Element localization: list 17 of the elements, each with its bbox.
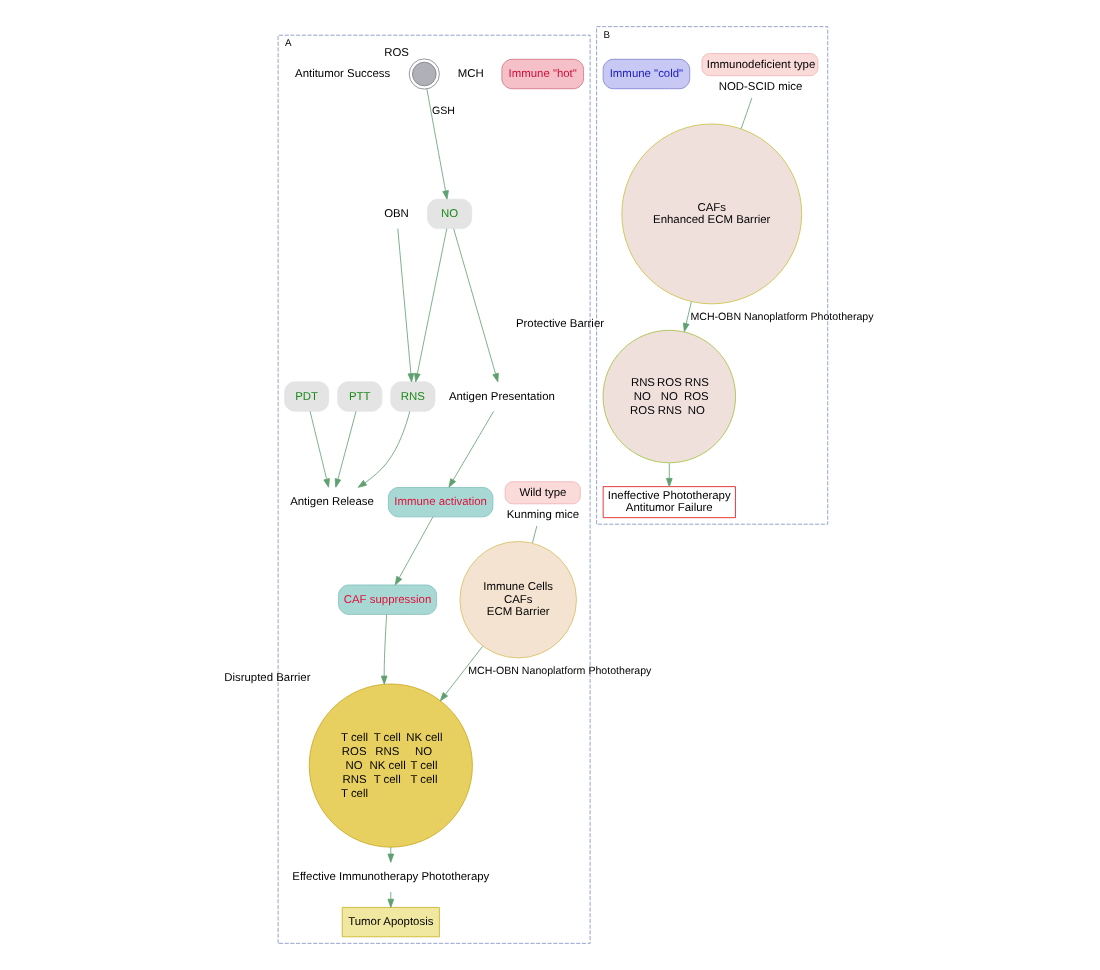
arrow bbox=[386, 846, 394, 863]
arrow bbox=[356, 410, 410, 488]
arrow bbox=[308, 410, 329, 488]
arrow bbox=[333, 410, 356, 488]
arrow bbox=[413, 228, 447, 383]
arrow bbox=[396, 228, 414, 383]
arrow bbox=[379, 614, 387, 685]
arrow bbox=[386, 891, 394, 908]
connector bbox=[531, 525, 537, 544]
arrow bbox=[393, 516, 433, 586]
arrow bbox=[425, 88, 448, 200]
arrow bbox=[447, 410, 494, 488]
arrow bbox=[438, 645, 483, 702]
connector bbox=[739, 97, 752, 130]
arrow bbox=[452, 228, 498, 383]
arrow bbox=[682, 301, 691, 333]
arrow bbox=[665, 462, 672, 487]
